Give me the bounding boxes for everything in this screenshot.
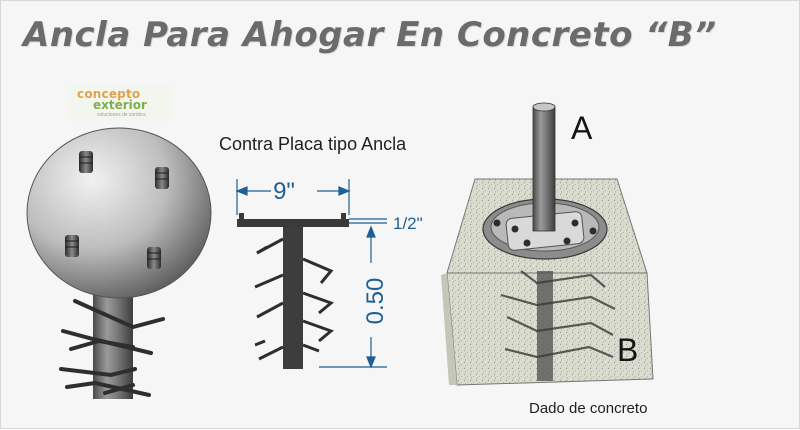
elevation-drawing: 9" 1/2" 0.50 [235, 178, 423, 369]
elevation-column [283, 227, 303, 369]
perspective-anchor-plate [26, 127, 212, 299]
caption-concrete-dado: Dado de concreto [529, 400, 648, 417]
dimension-width-label: 9" [273, 178, 295, 205]
diagram-title: Ancla Para Ahogar En Concreto “B” [23, 15, 717, 55]
logo-line-2: exterior [93, 98, 147, 112]
label-a: A [571, 110, 593, 146]
dado-post [532, 106, 556, 232]
concrete-dado-illustration: A B [441, 102, 654, 386]
logo-line-1: concepto [77, 87, 141, 101]
dimension-thickness-label: 1/2" [393, 214, 423, 233]
dimension-depth-label: 0.50 [362, 278, 389, 325]
subtitle-anchor-type: Contra Placa tipo Ancla [219, 134, 407, 154]
elevation-rebar-rods [254, 237, 334, 361]
perspective-rebar-rods [59, 299, 165, 397]
perspective-bolts [65, 151, 169, 269]
logo-line-3: soluciones de sombra [97, 112, 146, 118]
elevation-top-plate [237, 219, 349, 227]
brand-logo: concepto exterior soluciones de sombra [67, 85, 171, 121]
label-b: B [617, 332, 638, 368]
